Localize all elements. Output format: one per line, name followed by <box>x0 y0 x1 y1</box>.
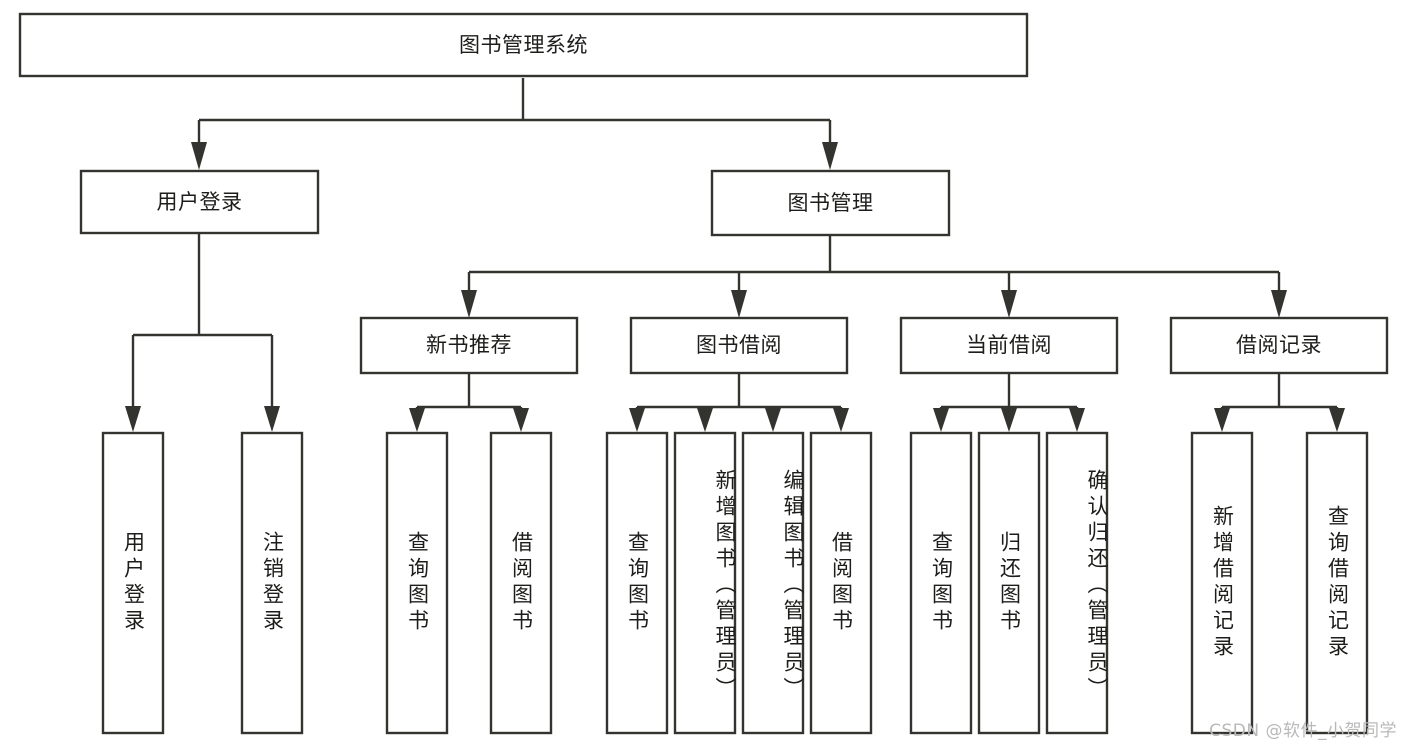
arrow-head-book-mgmt <box>822 142 838 170</box>
watermark: CSDN @软件_小贺同学 <box>1209 721 1397 741</box>
arrow-head-bb-leaf-1 <box>629 408 645 432</box>
arrow-head-leaf-logout <box>264 406 280 432</box>
arrow-head-new-book <box>461 290 477 318</box>
node-leaf-br-add-record[interactable] <box>1190 431 1254 735</box>
arrow-head-bb-leaf-3 <box>765 408 781 432</box>
arrow-head-br-leaf-2 <box>1329 408 1345 432</box>
arrow-head-cb-leaf-1 <box>933 408 949 432</box>
node-new-book-recommend[interactable] <box>359 316 579 375</box>
node-borrow-record[interactable] <box>1169 316 1389 375</box>
node-leaf-cb-confirm-return[interactable] <box>1045 431 1109 735</box>
arrow-head-bb-leaf-4 <box>833 408 849 432</box>
arrow-head-leaf-user-login <box>125 406 141 432</box>
arrow-head-book-borrow <box>731 290 747 318</box>
arrow-head-cb-leaf-2 <box>1001 408 1017 432</box>
node-leaf-bb-edit-book[interactable] <box>741 431 805 735</box>
arrow-head-borrow-record <box>1271 290 1287 318</box>
node-leaf-user-login[interactable] <box>101 431 165 735</box>
node-user-login[interactable] <box>79 169 320 235</box>
node-layer <box>18 12 1389 735</box>
node-leaf-bb-add-book[interactable] <box>673 431 737 735</box>
arrow-head-nb-leaf-1 <box>409 408 425 432</box>
arrow-head-cb-leaf-3 <box>1069 408 1085 432</box>
arrow-head-current-borrow <box>1001 290 1017 318</box>
node-leaf-cb-return-book[interactable] <box>977 431 1041 735</box>
node-book-management[interactable] <box>710 169 951 237</box>
node-root[interactable] <box>18 12 1029 78</box>
arrow-head-nb-leaf-2 <box>513 408 529 432</box>
connector-layer <box>125 78 1345 432</box>
node-leaf-nb-borrow-book[interactable] <box>489 431 553 735</box>
node-leaf-bb-query-book[interactable] <box>605 431 669 735</box>
node-leaf-cb-query-book[interactable] <box>909 431 973 735</box>
node-book-borrow[interactable] <box>629 316 849 375</box>
arrow-head-br-leaf-1 <box>1214 408 1230 432</box>
node-leaf-nb-query-book[interactable] <box>385 431 449 735</box>
node-leaf-br-query-record[interactable] <box>1305 431 1369 735</box>
node-current-borrow[interactable] <box>899 316 1119 375</box>
node-leaf-bb-borrow-book[interactable] <box>809 431 873 735</box>
arrow-head-bb-leaf-2 <box>697 408 713 432</box>
arrow-head-user-login <box>191 142 207 170</box>
node-leaf-logout[interactable] <box>240 431 304 735</box>
